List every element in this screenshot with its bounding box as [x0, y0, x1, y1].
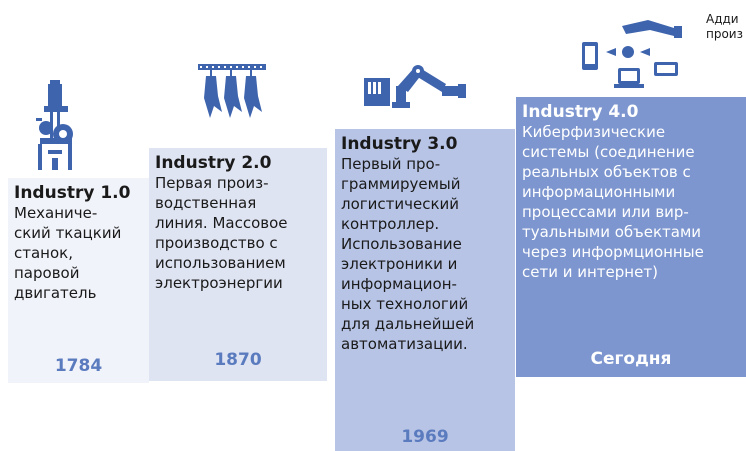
stage-card-industry-3: Industry 3.0 Первый про- граммируемый ло… — [335, 129, 515, 451]
stage-description: Первый про- граммируемый логистический к… — [341, 155, 475, 353]
stage-year: 1784 — [54, 356, 103, 376]
loom-icon — [36, 80, 73, 170]
stage-year: 1870 — [214, 350, 262, 370]
assembly-line-icon — [198, 64, 266, 118]
stage-description: Механиче- ский ткацкий станок, паровой д… — [14, 204, 122, 302]
robot-arm-icon — [364, 65, 466, 108]
cropped-side-note: Адди произ — [706, 12, 743, 41]
stage-description: Киберфизические системы (соединение реал… — [522, 123, 704, 281]
stage-title: Industry 4.0 — [522, 102, 639, 122]
stage-card-industry-2: Industry 2.0 Первая произ- водственная л… — [149, 148, 327, 381]
stage-year: Сегодня — [590, 349, 672, 369]
stage-title: Industry 2.0 — [155, 153, 272, 173]
connected-devices-icon — [582, 20, 682, 88]
stage-card-industry-4: Industry 4.0 Киберфизические системы (со… — [516, 97, 746, 377]
stage-year: 1969 — [401, 427, 449, 447]
stage-title: Industry 1.0 — [14, 183, 131, 203]
stage-title: Industry 3.0 — [341, 134, 458, 154]
stage-description: Первая произ- водственная линия. Массово… — [155, 174, 288, 292]
stage-card-industry-1: Industry 1.0 Механиче- ский ткацкий стан… — [8, 178, 149, 383]
